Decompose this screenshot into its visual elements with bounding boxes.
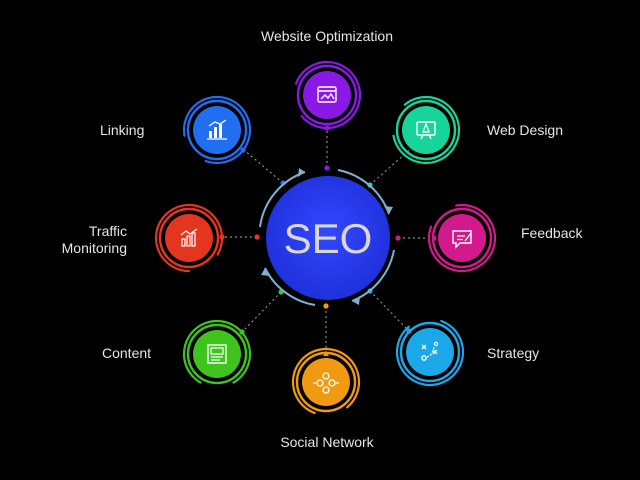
- node-ring: [395, 99, 457, 161]
- node-disc: [438, 214, 486, 262]
- node-strategy: [395, 319, 465, 387]
- node-outer-arc: [291, 347, 361, 415]
- node-ring: [296, 64, 358, 126]
- node-ring: [431, 207, 493, 269]
- node-disc: [303, 71, 351, 119]
- seo-hub: SEO: [266, 176, 390, 300]
- label-social-network: Social Network: [280, 434, 374, 450]
- content-layout-icon: [207, 344, 227, 364]
- bar-chart-icon: [207, 119, 227, 140]
- node-content: [182, 320, 252, 385]
- node-web-design: [392, 95, 461, 165]
- node-website-optimization: [294, 60, 362, 130]
- node-ring: [158, 207, 220, 269]
- label-traffic-line-2: Monitoring: [61, 240, 127, 256]
- label-content: Content: [102, 345, 152, 361]
- node-outer-arc: [392, 95, 461, 165]
- node-outer-arc: [427, 203, 497, 273]
- node-outer-arc: [182, 320, 252, 384]
- label-website-optimization: Website Optimization: [260, 28, 394, 44]
- node-ring: [186, 323, 248, 385]
- node-outer-arc: [294, 60, 362, 130]
- design-tools-icon: [416, 121, 436, 140]
- label-strategy: Strategy: [487, 345, 540, 361]
- node-linking: [182, 95, 252, 165]
- hub-ring-arrows: [261, 168, 393, 305]
- node-group: [154, 60, 497, 415]
- node-social-network: [291, 347, 361, 415]
- label-traffic-line-1: Traffic: [88, 223, 127, 239]
- node-disc: [165, 214, 213, 262]
- node-disc: [402, 106, 450, 154]
- node-ring: [295, 351, 357, 413]
- node-outer-arc: [154, 203, 224, 273]
- label-traffic-monitoring: Traffic Monitoring: [56, 223, 127, 257]
- label-feedback: Feedback: [521, 225, 583, 241]
- node-feedback: [427, 203, 497, 273]
- label-web-design: Web Design: [487, 122, 564, 138]
- strategy-play-icon: [421, 341, 439, 361]
- node-ring: [399, 321, 461, 383]
- node-disc: [302, 358, 350, 406]
- node-outer-arc: [395, 319, 465, 387]
- node-traffic-monitoring: [154, 203, 224, 273]
- social-people-icon: [313, 372, 339, 394]
- node-disc: [406, 328, 454, 376]
- traffic-chart-icon: [180, 228, 198, 247]
- seo-hub-label: SEO: [284, 215, 373, 262]
- browser-window-icon: [317, 86, 337, 103]
- feedback-message-icon: [452, 230, 472, 249]
- node-outer-arc: [182, 95, 252, 165]
- node-ring: [186, 99, 248, 161]
- label-linking: Linking: [100, 122, 145, 138]
